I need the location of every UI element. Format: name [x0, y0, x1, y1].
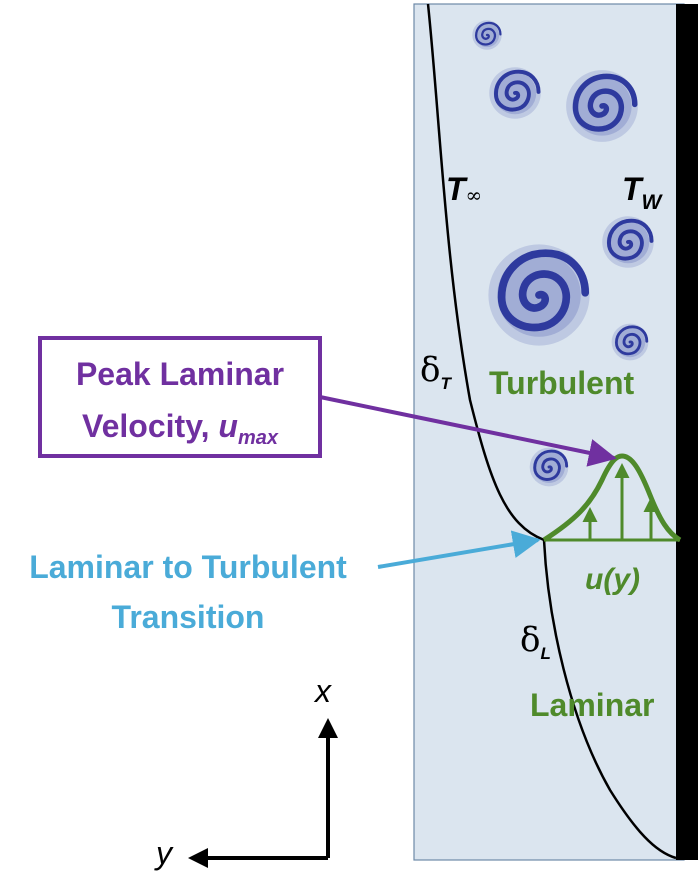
delta-l-label: δL	[520, 620, 551, 663]
laminar-label: Laminar	[530, 687, 654, 723]
heated-wall	[676, 4, 698, 860]
delta-t-label: δT	[420, 350, 452, 393]
transition-line-2: Transition	[112, 599, 265, 635]
x-axis-label: x	[313, 673, 332, 709]
velocity-profile-label: u(y)	[585, 563, 640, 596]
coordinate-axes: x y	[154, 673, 338, 871]
callout-arrow	[319, 395, 617, 467]
t-infinity-label: T∞	[446, 171, 482, 207]
peak-velocity-callout: Peak Laminar Velocity, umax	[38, 336, 617, 467]
callout-line-1: Peak Laminar	[76, 356, 284, 392]
transition-arrow	[377, 530, 541, 569]
transition-line-1: Laminar to Turbulent	[29, 549, 347, 585]
spiral-vortex-icon	[566, 70, 638, 142]
velocity-profile	[542, 453, 682, 543]
turbulent-label: Turbulent	[489, 365, 635, 401]
t-wall-label: TW	[622, 171, 664, 214]
fluid-region	[413, 3, 685, 861]
spiral-vortex-icon	[487, 65, 543, 121]
spiral-vortex-icon	[610, 322, 650, 362]
spiral-vortex-icon	[528, 446, 570, 488]
y-axis-label: y	[154, 835, 174, 871]
boundary-layer-edge-curve	[426, 3, 677, 860]
transition-callout: Laminar to Turbulent Transition	[29, 530, 541, 635]
spiral-vortex-icon	[488, 244, 589, 345]
spiral-vortex-icon	[471, 19, 503, 51]
callout-line-2: Velocity, umax	[82, 408, 279, 449]
spiral-vortex-icon	[600, 214, 656, 270]
